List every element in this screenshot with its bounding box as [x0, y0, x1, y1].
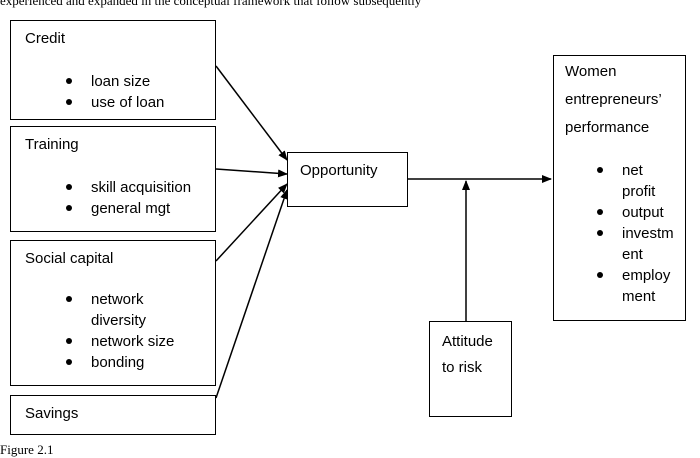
- header-text: experienced and expanded in the conceptu…: [0, 0, 422, 8]
- attitude-line-1: Attitude: [442, 333, 493, 350]
- list-item: output: [596, 202, 674, 223]
- list-item-continuation: diversity: [91, 312, 147, 329]
- attitude-box: Attitude to risk: [429, 321, 512, 417]
- list-item-continuation: ment: [622, 288, 656, 305]
- list-item: general mgt: [65, 198, 191, 219]
- performance-box: Women entrepreneurs’ performance net pro…: [553, 55, 686, 321]
- list-item: net: [596, 160, 674, 181]
- figure-caption: Figure 2.1: [0, 442, 54, 457]
- arrow-savings-to-opportunity: [215, 189, 288, 399]
- training-title: Training: [25, 136, 79, 153]
- list-item: network size: [65, 331, 174, 352]
- credit-list: loan size use of loan: [65, 71, 164, 113]
- list-item: bonding: [65, 352, 174, 373]
- performance-title-1: Women: [565, 63, 617, 80]
- training-box: Training skill acquisition general mgt: [10, 126, 216, 232]
- list-item: employ: [596, 265, 674, 286]
- savings-box: Savings: [10, 395, 216, 435]
- performance-title-3: performance: [565, 119, 650, 136]
- performance-title-2: entrepreneurs’: [565, 91, 662, 108]
- opportunity-box: Opportunity: [287, 152, 408, 207]
- social-capital-list: network diversity network size bonding: [65, 289, 174, 373]
- list-item-continuation: profit: [622, 183, 656, 200]
- credit-title: Credit: [25, 30, 66, 47]
- list-item: use of loan: [65, 92, 164, 113]
- credit-box: Credit loan size use of loan: [10, 20, 216, 120]
- list-item: investm: [596, 223, 674, 244]
- training-list: skill acquisition general mgt: [65, 177, 191, 219]
- social-capital-box: Social capital network diversity network…: [10, 240, 216, 386]
- social-capital-title: Social capital: [25, 250, 114, 267]
- list-item-continuation: ent: [622, 246, 643, 263]
- performance-list: net profit output investm ent employ men…: [596, 160, 674, 307]
- savings-title: Savings: [25, 405, 79, 422]
- list-item: skill acquisition: [65, 177, 191, 198]
- arrow-credit-to-opportunity: [215, 65, 288, 161]
- attitude-line-2: to risk: [442, 359, 483, 376]
- arrow-training-to-opportunity: [215, 168, 288, 178]
- opportunity-title: Opportunity: [300, 162, 378, 179]
- list-item: loan size: [65, 71, 164, 92]
- list-item: network: [65, 289, 174, 310]
- arrow-social-capital-to-opportunity: [215, 183, 288, 262]
